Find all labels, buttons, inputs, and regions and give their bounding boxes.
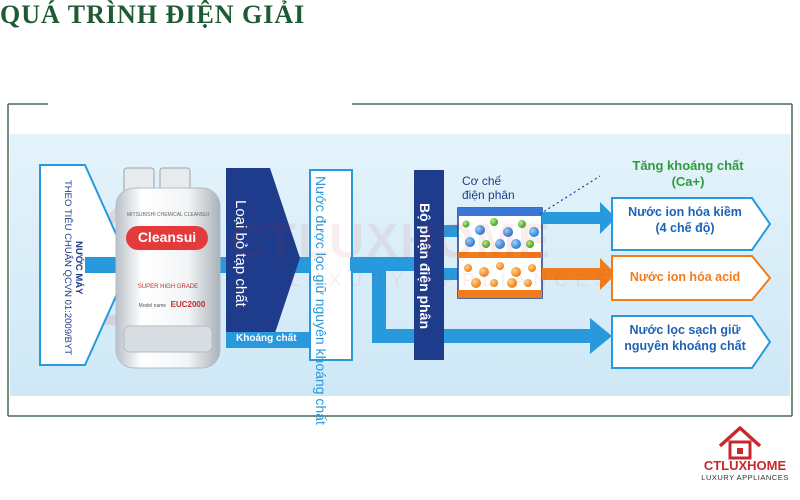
arrow-alkaline-head: [600, 202, 616, 234]
increase-minerals-label: Tăng khoáng chất (Ca+): [608, 158, 768, 190]
output-clean: Nước lọc sạch giữ nguyên khoáng chất: [612, 322, 758, 354]
filter-cartridge: [115, 167, 221, 369]
logo-brand: CTLUXHOME: [703, 458, 787, 473]
stage3-label: Bộ phận điện phân: [417, 202, 433, 329]
stage1-label: Loại bỏ tạp chất: [232, 199, 249, 307]
connector-to-cell-bottom: [444, 268, 458, 280]
minerals-band: [226, 332, 316, 348]
connector-to-stage3: [350, 257, 420, 271]
output-alkaline-box: [611, 197, 772, 251]
arrow-acid-line: [542, 268, 602, 280]
connector-to-cell-top: [444, 225, 458, 237]
cartridge-small-top: MITSUBISHI CHEMICAL CLEANSUI: [126, 212, 210, 218]
output-acid-box: [611, 255, 772, 301]
connector-down: [372, 271, 386, 343]
stage1-arrow: [226, 168, 300, 348]
logo-house-icon: [718, 426, 762, 460]
output-clean-line2: nguyên khoáng chất: [624, 339, 746, 353]
stage2-label: Nước được lọc giữ nguyên khoáng chất: [313, 176, 329, 425]
connector-bottom: [372, 329, 592, 343]
output-alkaline-line1: Nước ion hóa kiềm: [628, 205, 742, 219]
increase-line1: Tăng khoáng chất: [632, 158, 744, 173]
brand-logo: CTLUXHOME LUXURY APPLIANCES: [697, 458, 793, 484]
minerals-label: Khoáng chất: [236, 333, 297, 344]
cartridge-model: EUC2000: [170, 300, 206, 309]
cartridge-model-line: Model name EUC2000: [124, 294, 220, 312]
watermark-brand: CTLUXHOME: [230, 215, 552, 268]
arrow-to-clean: [590, 318, 612, 354]
electrolysis-cell: [457, 207, 543, 299]
watermark-tagline: LUXURY APPLIANCES: [290, 270, 616, 290]
output-acid: Nước ion hóa acid: [612, 270, 758, 284]
increase-line2: (Ca+): [671, 174, 705, 189]
cartridge-brand: Cleansui: [137, 229, 197, 245]
arrow-acid-head: [600, 258, 616, 290]
input-source-label: NƯỚC MÁY THEO TIÊU CHUẨN QCVN 01:2009/BY…: [62, 180, 84, 355]
output-alkaline-line2: (4 chế độ): [655, 221, 715, 235]
output-clean-line1: Nước lọc sạch giữ: [629, 323, 741, 337]
stage3-box: [414, 170, 444, 360]
stage2-box: [309, 169, 353, 361]
input-heading: NƯỚC MÁY: [73, 240, 84, 295]
mechanism-label-line1: Cơ chế: [462, 174, 502, 188]
output-acid-line1: Nước ion hóa acid: [629, 270, 741, 284]
logo-tagline: LUXURY APPLIANCES: [701, 473, 789, 482]
arrow-alkaline-line: [542, 212, 602, 224]
input-subtext: THEO TIÊU CHUẨN QCVN 01:2009/BYT: [62, 180, 73, 356]
cartridge-grade: SUPER HIGH GRADE: [137, 284, 199, 290]
mechanism-label: Cơ chế điện phân: [462, 174, 515, 202]
page-title: QUÁ TRÌNH ĐIỆN GIẢI: [0, 0, 306, 29]
mechanism-label-line2: điện phân: [462, 188, 515, 202]
increase-pointer: [539, 175, 601, 215]
output-clean-box: [611, 315, 772, 369]
cartridge-model-prefix: Model name: [138, 303, 167, 309]
output-alkaline: Nước ion hóa kiềm (4 chế độ): [612, 204, 758, 236]
